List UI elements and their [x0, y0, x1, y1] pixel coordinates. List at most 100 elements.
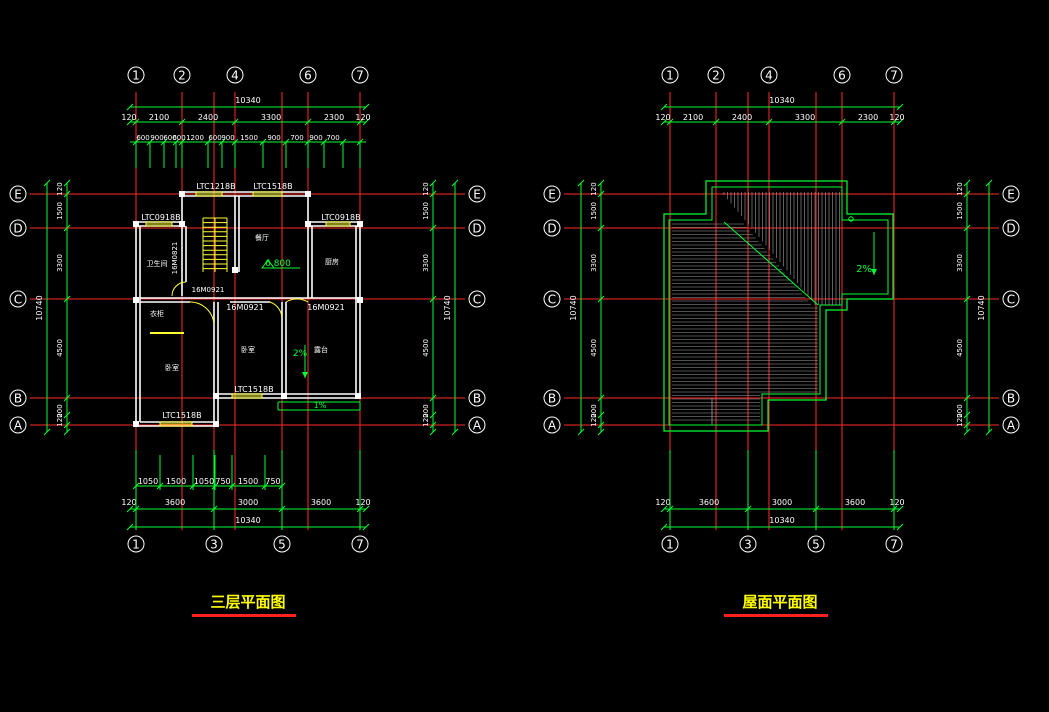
door-swing	[269, 301, 283, 319]
dim-tick	[765, 118, 773, 126]
axis-bubble-left-label: D	[13, 222, 22, 236]
dim-tick	[896, 103, 904, 111]
dim-bottom-detail: 1500	[166, 477, 186, 486]
axis-bubble-top-label: 1	[666, 69, 674, 83]
dim-tick	[963, 428, 971, 436]
dim-tick	[597, 295, 605, 303]
column	[133, 221, 139, 227]
dim-total-depth: 10740	[569, 295, 578, 320]
dim-tick	[597, 421, 605, 429]
dim-top-detail: 700	[326, 134, 339, 142]
dim-tick	[577, 179, 585, 187]
dim-bottom-segment: 120	[355, 498, 370, 507]
window-label: LTC0918B	[321, 213, 360, 222]
slope-label: 2%	[293, 349, 308, 359]
dim-tick	[43, 428, 51, 436]
dim-top-segment: 120	[121, 113, 136, 122]
dim-tick	[63, 421, 71, 429]
dim-tick	[126, 523, 134, 531]
door-label: 16M0821	[171, 242, 179, 275]
dim-bottom-segment: 120	[121, 498, 136, 507]
axis-bubble-top-label: 7	[356, 69, 364, 83]
axis-bubble-bottom-circle	[807, 535, 825, 553]
dim-bottom-segment: 3600	[165, 498, 185, 507]
dim-tick	[304, 118, 312, 126]
dim-tick	[429, 295, 437, 303]
dim-bottom-detail: 750	[215, 477, 230, 486]
dim-top-detail: 700	[290, 134, 303, 142]
roof-plan-title: 屋面平面图	[742, 593, 818, 611]
dim-top-segment: 2100	[149, 113, 169, 122]
dim-tick	[597, 190, 605, 198]
axis-bubble-bottom-circle	[205, 535, 223, 553]
dim-bottom-detail: 1500	[238, 477, 258, 486]
dim-tick	[896, 118, 904, 126]
dim-top-segment: 2400	[732, 113, 752, 122]
window-label: LTC1218B	[196, 182, 235, 191]
dim-tick	[963, 190, 971, 198]
dim-side-segment: 200	[56, 404, 64, 417]
axis-bubble-top-circle	[351, 66, 369, 84]
dim-tick	[451, 179, 459, 187]
axis-bubble-bottom-circle	[127, 535, 145, 553]
axis-bubble-bottom-label: 7	[356, 538, 364, 552]
elevation-label: 6.800	[265, 259, 291, 269]
dim-total-depth: 10740	[977, 295, 986, 320]
door-swing	[171, 281, 187, 297]
dim-side-segment: 1500	[56, 202, 64, 220]
dim-side-segment: 3300	[956, 254, 964, 272]
dim-tick	[963, 295, 971, 303]
dim-bottom-segment: 120	[889, 498, 904, 507]
window-label: LTC0918B	[141, 213, 180, 222]
axis-bubble-bottom-label: 3	[744, 538, 752, 552]
dim-top-segment: 120	[355, 113, 370, 122]
dim-side-segment: 120	[590, 182, 598, 195]
axis-bubble-right-label: D	[472, 222, 481, 236]
axis-bubble-right-label: B	[473, 392, 481, 406]
axis-bubble-right-label: E	[1007, 188, 1015, 202]
dim-tick	[577, 428, 585, 436]
dim-top-detail: 600	[163, 134, 176, 142]
axis-bubble-bottom-label: 7	[890, 538, 898, 552]
dim-side-segment: 3300	[590, 254, 598, 272]
axis-bubble-left-label: C	[14, 293, 22, 307]
dim-top-detail: 600	[208, 134, 221, 142]
column	[179, 191, 185, 197]
dim-top-detail: 900	[309, 134, 322, 142]
dim-side-segment: 120	[590, 413, 598, 426]
dim-tick	[838, 118, 846, 126]
dim-tick	[126, 103, 134, 111]
axis-bubble-left-circle	[543, 416, 561, 434]
dim-top-segment: 2100	[683, 113, 703, 122]
column	[133, 297, 139, 303]
dim-tick	[43, 179, 51, 187]
dim-side-segment: 200	[956, 404, 964, 417]
axis-bubble-bottom-label: 1	[132, 538, 140, 552]
axis-bubble-top-label: 7	[890, 69, 898, 83]
dim-top-segment: 2300	[324, 113, 344, 122]
axis-bubble-right-circle	[468, 389, 486, 407]
window-label: LTC1518B	[234, 385, 273, 394]
dim-total-width: 10340	[235, 96, 260, 105]
axis-bubble-bottom-label: 1	[666, 538, 674, 552]
axis-bubble-left-circle	[543, 219, 561, 237]
dim-tick	[985, 428, 993, 436]
column	[357, 297, 363, 303]
third-floor-title-underline	[192, 614, 296, 617]
dim-tick	[126, 118, 134, 126]
dim-tick	[362, 118, 370, 126]
dim-total-width: 10340	[769, 96, 794, 105]
dim-tick	[63, 428, 71, 436]
dim-tick	[356, 118, 364, 126]
dim-bottom-segment: 3600	[311, 498, 331, 507]
dim-tick	[890, 118, 898, 126]
axis-bubble-top-circle	[127, 66, 145, 84]
dim-total-width-bottom: 10340	[235, 516, 260, 525]
elevation-triangle	[261, 259, 275, 269]
dim-top-detail: 600	[172, 134, 185, 142]
axis-bubble-right-circle	[1002, 219, 1020, 237]
axis-bubble-right-circle	[1002, 416, 1020, 434]
dim-tick	[178, 118, 186, 126]
dim-tick	[660, 523, 668, 531]
